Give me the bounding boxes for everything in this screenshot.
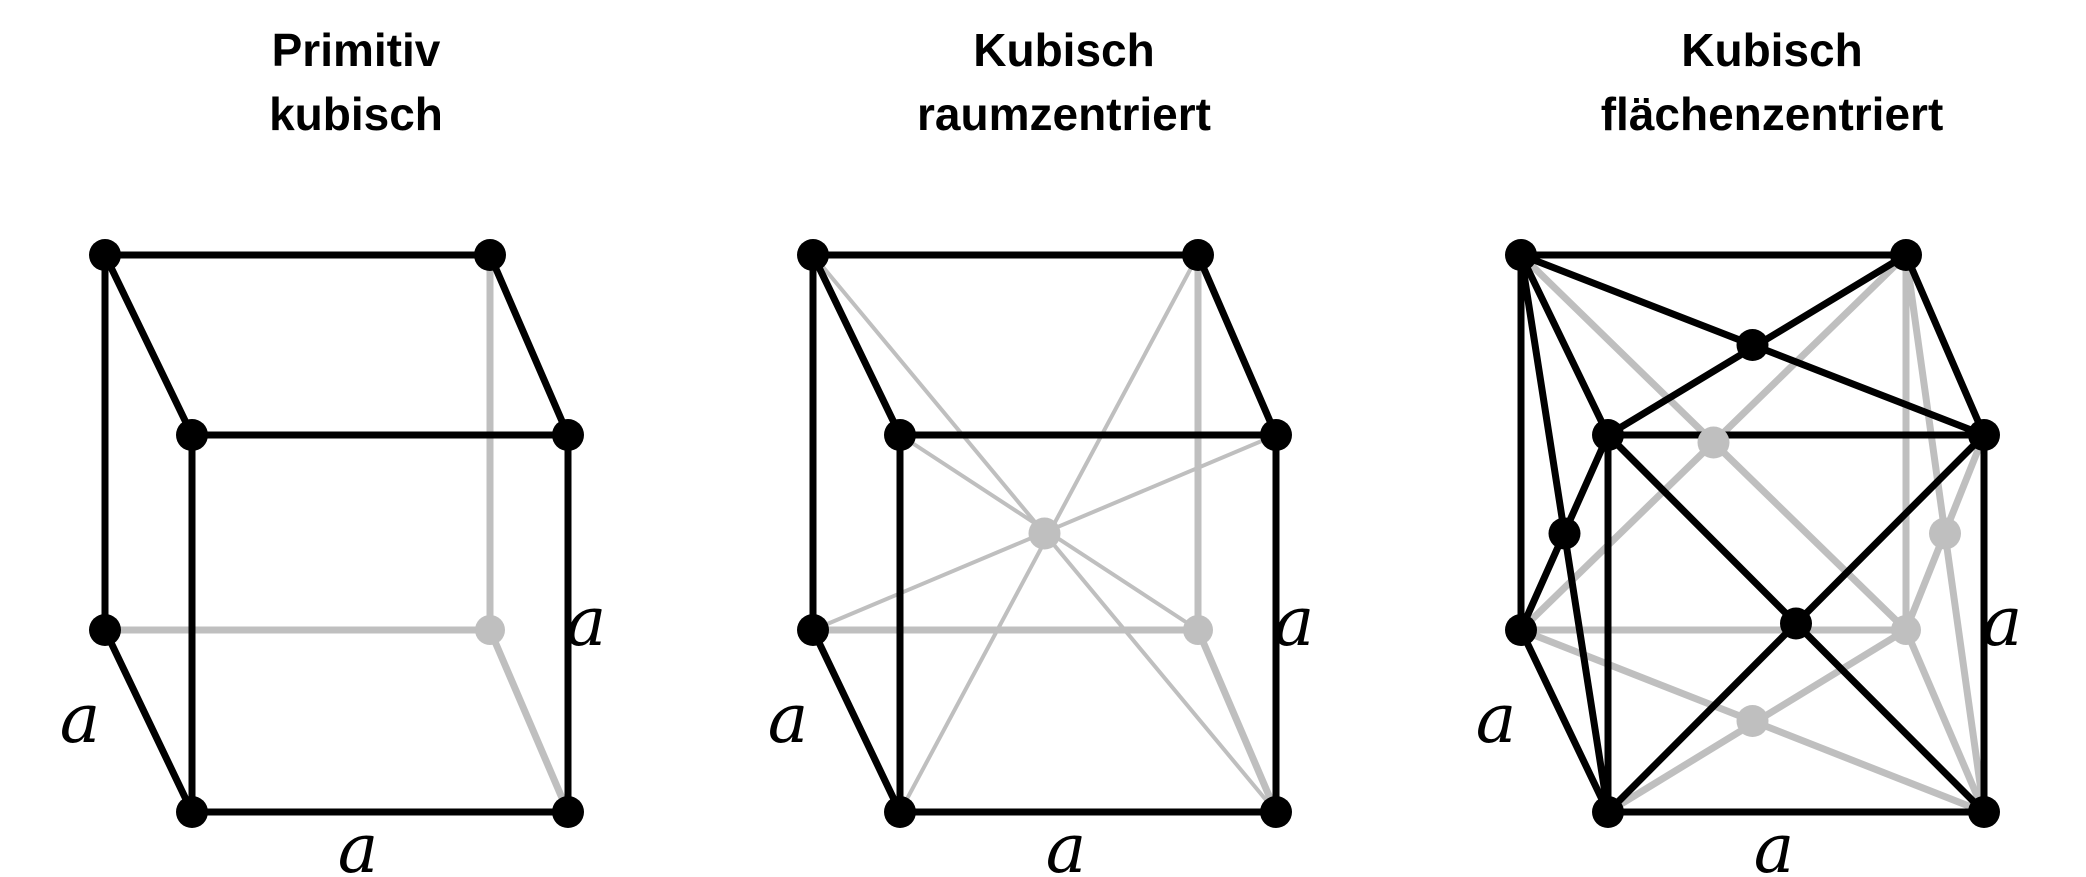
edge-label-depth: a xyxy=(1476,680,1517,759)
title-line-1: Primitiv xyxy=(271,24,441,76)
hidden-corner-atom xyxy=(1891,615,1921,645)
corner-atom xyxy=(1592,796,1624,828)
hidden-corner-atom xyxy=(1183,615,1213,645)
corner-atom xyxy=(1968,419,2000,451)
hidden-edge xyxy=(1902,626,1988,816)
face-centered-cubic-cell: a a a xyxy=(1476,239,2023,877)
title-line-2: raumzentriert xyxy=(917,88,1211,140)
hidden-edge xyxy=(486,626,572,816)
corner-atom xyxy=(884,419,916,451)
corner-atom xyxy=(797,239,829,271)
face-center-atom xyxy=(1780,607,1812,640)
corner-atom xyxy=(884,796,916,828)
edge-label-depth: a xyxy=(60,680,101,759)
title-body-centered-cubic: Kubisch raumzentriert xyxy=(814,18,1314,146)
corner-atom xyxy=(1968,796,2000,828)
corner-atom xyxy=(176,796,208,828)
corner-atom xyxy=(1260,796,1292,828)
edge-label-height: a xyxy=(1274,583,1315,662)
title-face-centered-cubic: Kubisch flächenzentriert xyxy=(1522,18,2022,146)
title-line-1: Kubisch xyxy=(1681,24,1863,76)
edge-label-width: a xyxy=(1046,810,1087,877)
hidden-face-atom xyxy=(1697,426,1730,459)
edge-label-depth: a xyxy=(768,680,809,759)
body-centered-cubic-cell: a a a xyxy=(768,239,1315,877)
cube-edge xyxy=(1517,251,1612,439)
cube-edge xyxy=(809,626,904,816)
corner-atom xyxy=(797,614,829,646)
corner-atom xyxy=(474,239,506,271)
cube-edge xyxy=(1517,626,1612,816)
corner-atom xyxy=(89,614,121,646)
hidden-edge xyxy=(1194,626,1280,816)
hidden-corner-atom xyxy=(475,615,505,645)
edge-label-height: a xyxy=(1982,583,2023,662)
title-line-2: kubisch xyxy=(269,88,443,140)
corner-atom xyxy=(1182,239,1214,271)
cube-edge xyxy=(1902,251,1988,439)
edge-label-height: a xyxy=(566,583,607,662)
primitive-cubic-cell: a a a xyxy=(60,239,607,877)
cube-edge xyxy=(809,251,904,439)
corner-atom xyxy=(176,419,208,451)
hidden-face-atom xyxy=(1736,705,1769,737)
cube-edge xyxy=(101,251,196,439)
cube-edge xyxy=(1194,251,1280,439)
edge-label-width: a xyxy=(338,810,379,877)
title-line-2: flächenzentriert xyxy=(1600,88,1944,140)
corner-atom xyxy=(552,419,584,451)
corner-atom xyxy=(89,239,121,271)
face-center-atom xyxy=(1736,329,1769,361)
body-center-atom xyxy=(1028,517,1061,550)
face-center-atom xyxy=(1548,517,1581,550)
corner-atom xyxy=(552,796,584,828)
title-line-1: Kubisch xyxy=(973,24,1155,76)
title-primitive-cubic: Primitiv kubisch xyxy=(106,18,606,146)
corner-atom xyxy=(1505,239,1537,271)
edge-label-width: a xyxy=(1754,810,1795,877)
hidden-face-atom xyxy=(1929,517,1961,550)
corner-atom xyxy=(1505,614,1537,646)
cube-edge xyxy=(101,626,196,816)
corner-atom xyxy=(1592,419,1624,451)
corner-atom xyxy=(1260,419,1292,451)
cube-edge xyxy=(486,251,572,439)
corner-atom xyxy=(1890,239,1922,271)
